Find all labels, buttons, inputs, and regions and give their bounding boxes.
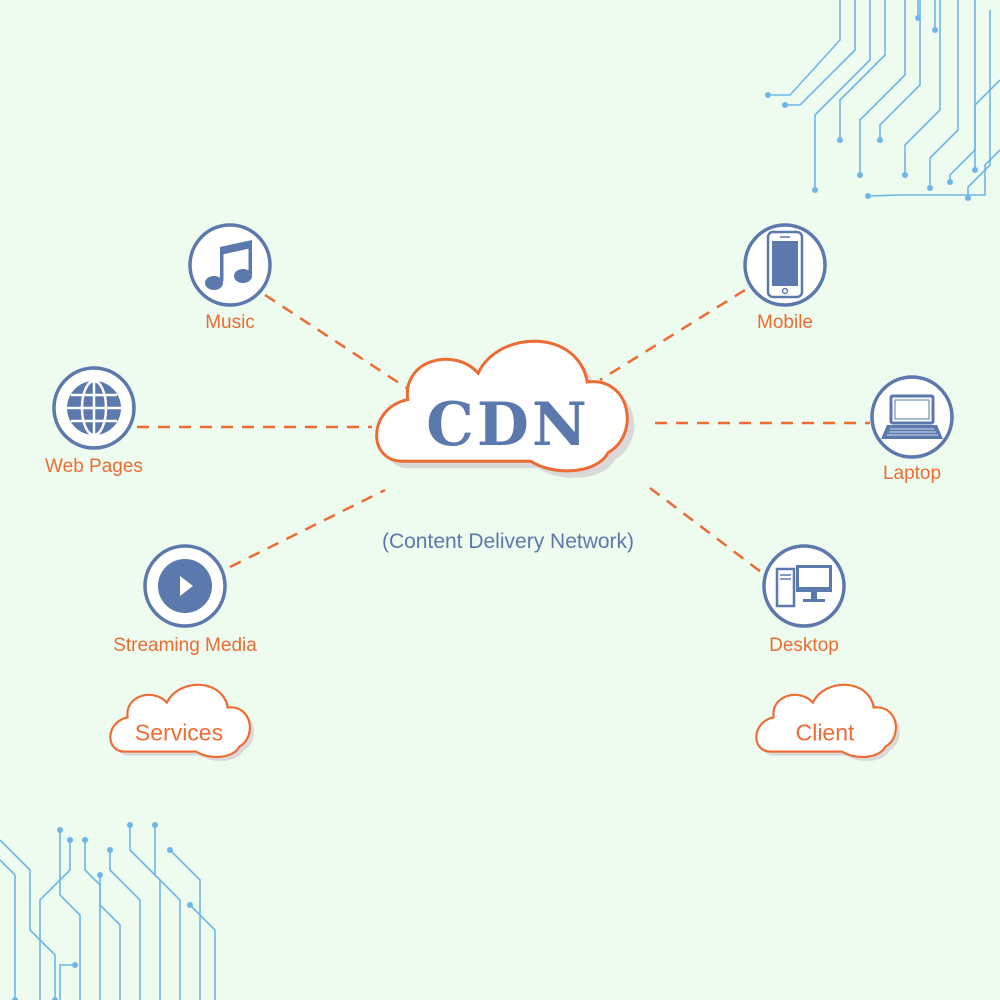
circuit-trace [839, 0, 886, 140]
music-node [188, 223, 272, 307]
circuit-trace [0, 839, 56, 1000]
circuit-node [765, 92, 771, 98]
cdn-subtitle: (Content Delivery Network) [381, 530, 635, 553]
circuit-node [57, 827, 63, 833]
client-cloud-label: Client [795, 719, 855, 746]
circuit-node [865, 193, 871, 199]
circuit-node [67, 837, 73, 843]
circuit-trace [814, 0, 871, 190]
circuit-node [877, 137, 883, 143]
play-icon [158, 559, 212, 613]
circuit-node [932, 27, 938, 33]
circuit-trace [929, 0, 959, 188]
services-cloud-label: Services [134, 719, 224, 746]
circuit-node [187, 902, 193, 908]
circuit-trace [768, 0, 841, 96]
connector-mobile [599, 288, 746, 382]
laptop-icon [881, 394, 943, 439]
circuit-node [167, 847, 173, 853]
circuit-node [902, 172, 908, 178]
music-label: Music [205, 312, 255, 333]
circuit-node [127, 822, 133, 828]
mobile-node [743, 223, 827, 307]
circuit-node [972, 167, 978, 173]
circuit-trace [129, 825, 161, 1000]
web-pages-node [52, 366, 136, 450]
circuit-trace [59, 964, 75, 1000]
smartphone-icon [766, 230, 804, 299]
cdn-title: CDN [426, 390, 590, 460]
desktop-computer-icon [775, 565, 832, 608]
circuit-trace [879, 0, 921, 140]
circuit-node [812, 187, 818, 193]
circuit-trace [59, 830, 81, 1000]
circuit-node [915, 15, 921, 21]
circuit-trace [109, 850, 141, 1000]
circuit-node [782, 102, 788, 108]
connector-streaming-media [229, 488, 386, 569]
circuit-trace [154, 825, 181, 1000]
circuit-trace [169, 849, 201, 1000]
circuit-node [947, 179, 953, 185]
circuit-node [107, 847, 113, 853]
circuit-trace [967, 10, 991, 198]
streaming-media-node [143, 544, 227, 628]
desktop-node [762, 544, 846, 628]
circuit-trace [84, 840, 101, 1000]
connector-music [264, 293, 426, 402]
laptop-label: Laptop [882, 463, 942, 484]
connector-desktop [649, 487, 766, 576]
laptop-node [870, 375, 954, 459]
mobile-label: Mobile [757, 312, 813, 333]
circuit-node [72, 962, 78, 968]
globe-icon [67, 379, 121, 437]
circuit-trace [859, 0, 906, 175]
circuit-trace [99, 875, 121, 1000]
circuit-node [927, 185, 933, 191]
desktop-label: Desktop [769, 635, 839, 656]
circuit-trace [974, 79, 1000, 170]
circuit-node [152, 822, 158, 828]
circuit-trace [785, 0, 856, 106]
circuit-node [965, 195, 971, 201]
circuit-decoration-top-right [765, 0, 1000, 201]
circuit-node [82, 837, 88, 843]
circuit-trace [39, 840, 71, 1000]
music-note-icon [205, 240, 252, 290]
circuit-node [857, 172, 863, 178]
circuit-node [52, 997, 58, 1000]
web-pages-label: Web Pages [45, 456, 143, 477]
circuit-trace [904, 0, 941, 175]
circuit-node [837, 137, 843, 143]
circuit-trace [0, 859, 16, 1000]
circuit-decoration-bottom-left [0, 822, 216, 1000]
circuit-trace [189, 904, 216, 1000]
circuit-trace [867, 149, 1000, 197]
circuit-node [12, 997, 18, 1000]
circuit-trace [949, 0, 976, 182]
circuit-node [97, 872, 103, 878]
streaming-media-label: Streaming Media [113, 635, 257, 656]
